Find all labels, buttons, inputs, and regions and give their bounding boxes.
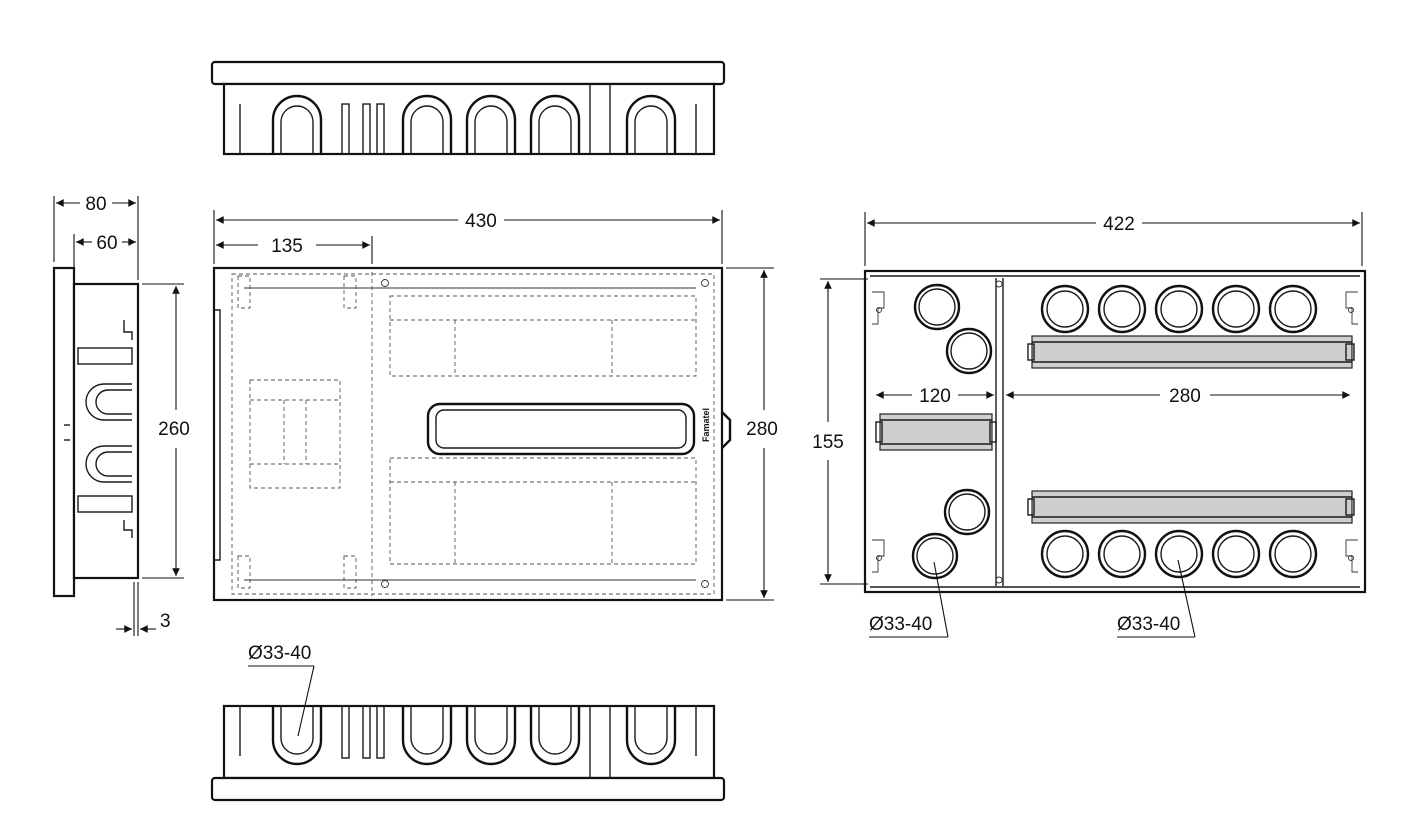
bottom-knockouts xyxy=(271,706,677,766)
label-knockout-bottom: Ø33-40 xyxy=(248,643,311,664)
dim-side-wall: 3 xyxy=(160,611,171,632)
top-view xyxy=(210,60,726,156)
dim-front-left-section: 135 xyxy=(271,236,303,257)
back-view xyxy=(863,269,1367,594)
dimension-lines xyxy=(53,196,1363,737)
dimension-labels: 80 60 3 260 430 135 280 422 155 120 280 … xyxy=(85,194,1200,664)
back-knockouts xyxy=(911,283,1318,580)
label-knockout-back-right: Ø33-40 xyxy=(1117,614,1180,635)
front-view: Famatel xyxy=(212,266,732,602)
dim-side-depth-inner: 60 xyxy=(96,233,117,254)
dim-front-width: 430 xyxy=(465,211,497,232)
top-knockouts xyxy=(271,94,677,154)
dim-side-height: 260 xyxy=(158,419,190,440)
brand-label: Famatel xyxy=(701,408,711,442)
side-view xyxy=(52,266,140,598)
bottom-view xyxy=(210,704,726,802)
dim-back-width: 422 xyxy=(1103,214,1135,235)
front-handle xyxy=(426,402,696,456)
dim-back-height: 155 xyxy=(812,432,844,453)
din-rails xyxy=(875,335,1355,524)
dim-back-left-section: 120 xyxy=(919,386,951,407)
dim-front-height: 280 xyxy=(746,419,778,440)
dim-back-right-section: 280 xyxy=(1169,386,1201,407)
dim-side-depth-total: 80 xyxy=(85,194,106,215)
label-knockout-back-left: Ø33-40 xyxy=(869,614,932,635)
